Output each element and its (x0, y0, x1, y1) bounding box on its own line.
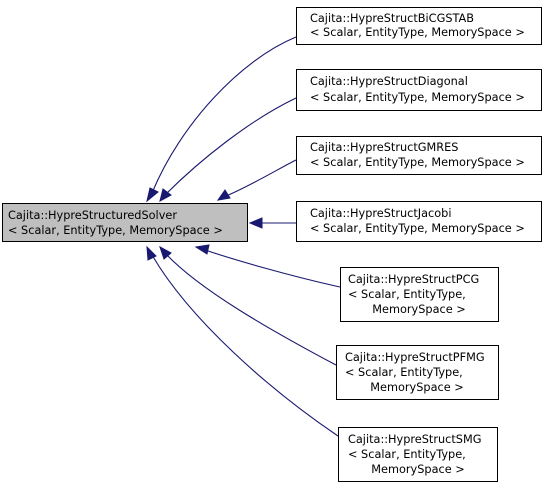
node-hypre-struct-bicgstab[interactable]: Cajita::HypreStructBiCGSTAB < Scalar, En… (296, 7, 542, 45)
edge-smg (151, 254, 339, 437)
node-jacobi-line-1: Cajita::HypreStructJacobi (310, 207, 451, 220)
node-pcg-box (340, 267, 499, 322)
node-pfmg-line-2: < Scalar, EntityType, (345, 366, 463, 379)
edge-pcg (204, 249, 341, 288)
node-pcg-line-2: < Scalar, EntityType, (348, 288, 466, 301)
node-bicgstab-box (296, 7, 542, 45)
node-jacobi-box (296, 201, 542, 242)
node-smg-line-2: < Scalar, EntityType, (348, 448, 466, 461)
node-diagonal-line-2: < Scalar, EntityType, MemorySpace > (310, 91, 525, 104)
edge-jacobi-arrowhead (248, 217, 263, 229)
node-bicgstab-line-1: Cajita::HypreStructBiCGSTAB (310, 12, 474, 25)
node-gmres-line-2: < Scalar, EntityType, MemorySpace > (310, 156, 525, 169)
node-smg-line-3: MemorySpace > (371, 463, 464, 476)
node-diagonal-box (296, 69, 542, 111)
node-hypre-struct-diagonal[interactable]: Cajita::HypreStructDiagonal < Scalar, En… (296, 69, 542, 111)
node-diagonal-line-1: Cajita::HypreStructDiagonal (310, 75, 468, 88)
node-pfmg-line-3: MemorySpace > (370, 381, 463, 394)
node-pcg-line-3: MemorySpace > (372, 303, 465, 316)
node-smg-line-1: Cajita::HypreStructSMG (348, 433, 481, 446)
node-base-hypre-structured-solver[interactable]: Cajita::HypreStructuredSolver < Scalar, … (2, 203, 248, 242)
node-hypre-struct-pcg[interactable]: Cajita::HypreStructPCG < Scalar, EntityT… (340, 267, 499, 322)
edge-pfmg (165, 253, 337, 366)
edge-pfmg-arrowhead (159, 245, 172, 260)
inheritance-edges (146, 36, 341, 437)
node-hypre-struct-smg[interactable]: Cajita::HypreStructSMG < Scalar, EntityT… (338, 427, 498, 482)
node-base-line-1: Cajita::HypreStructuredSolver (8, 209, 177, 222)
node-smg-box (338, 427, 498, 482)
edge-diagonal-arrowhead (159, 188, 172, 202)
edge-gmres-arrowhead (216, 189, 231, 201)
node-bicgstab-line-2: < Scalar, EntityType, MemorySpace > (310, 26, 525, 39)
node-hypre-struct-pfmg[interactable]: Cajita::HypreStructPFMG < Scalar, Entity… (336, 345, 499, 400)
edge-bicgstab (151, 36, 297, 194)
node-pcg-line-1: Cajita::HypreStructPCG (348, 273, 479, 286)
edge-gmres (225, 159, 297, 197)
node-hypre-struct-jacobi[interactable]: Cajita::HypreStructJacobi < Scalar, Enti… (296, 201, 542, 242)
edge-smg-arrowhead (146, 245, 157, 261)
node-base-line-2: < Scalar, EntityType, MemorySpace > (8, 224, 223, 237)
node-pfmg-line-1: Cajita::HypreStructPFMG (345, 351, 485, 364)
node-gmres-line-1: Cajita::HypreStructGMRES (310, 141, 458, 154)
node-hypre-struct-gmres[interactable]: Cajita::HypreStructGMRES < Scalar, Entit… (296, 136, 542, 175)
node-gmres-box (296, 136, 542, 175)
edge-diagonal (165, 97, 297, 195)
edge-pcg-arrowhead (194, 244, 210, 255)
edge-bicgstab-arrowhead (146, 187, 159, 203)
node-jacobi-line-2: < Scalar, EntityType, MemorySpace > (310, 222, 525, 235)
node-pfmg-box (336, 345, 499, 400)
node-base-box (2, 203, 248, 242)
